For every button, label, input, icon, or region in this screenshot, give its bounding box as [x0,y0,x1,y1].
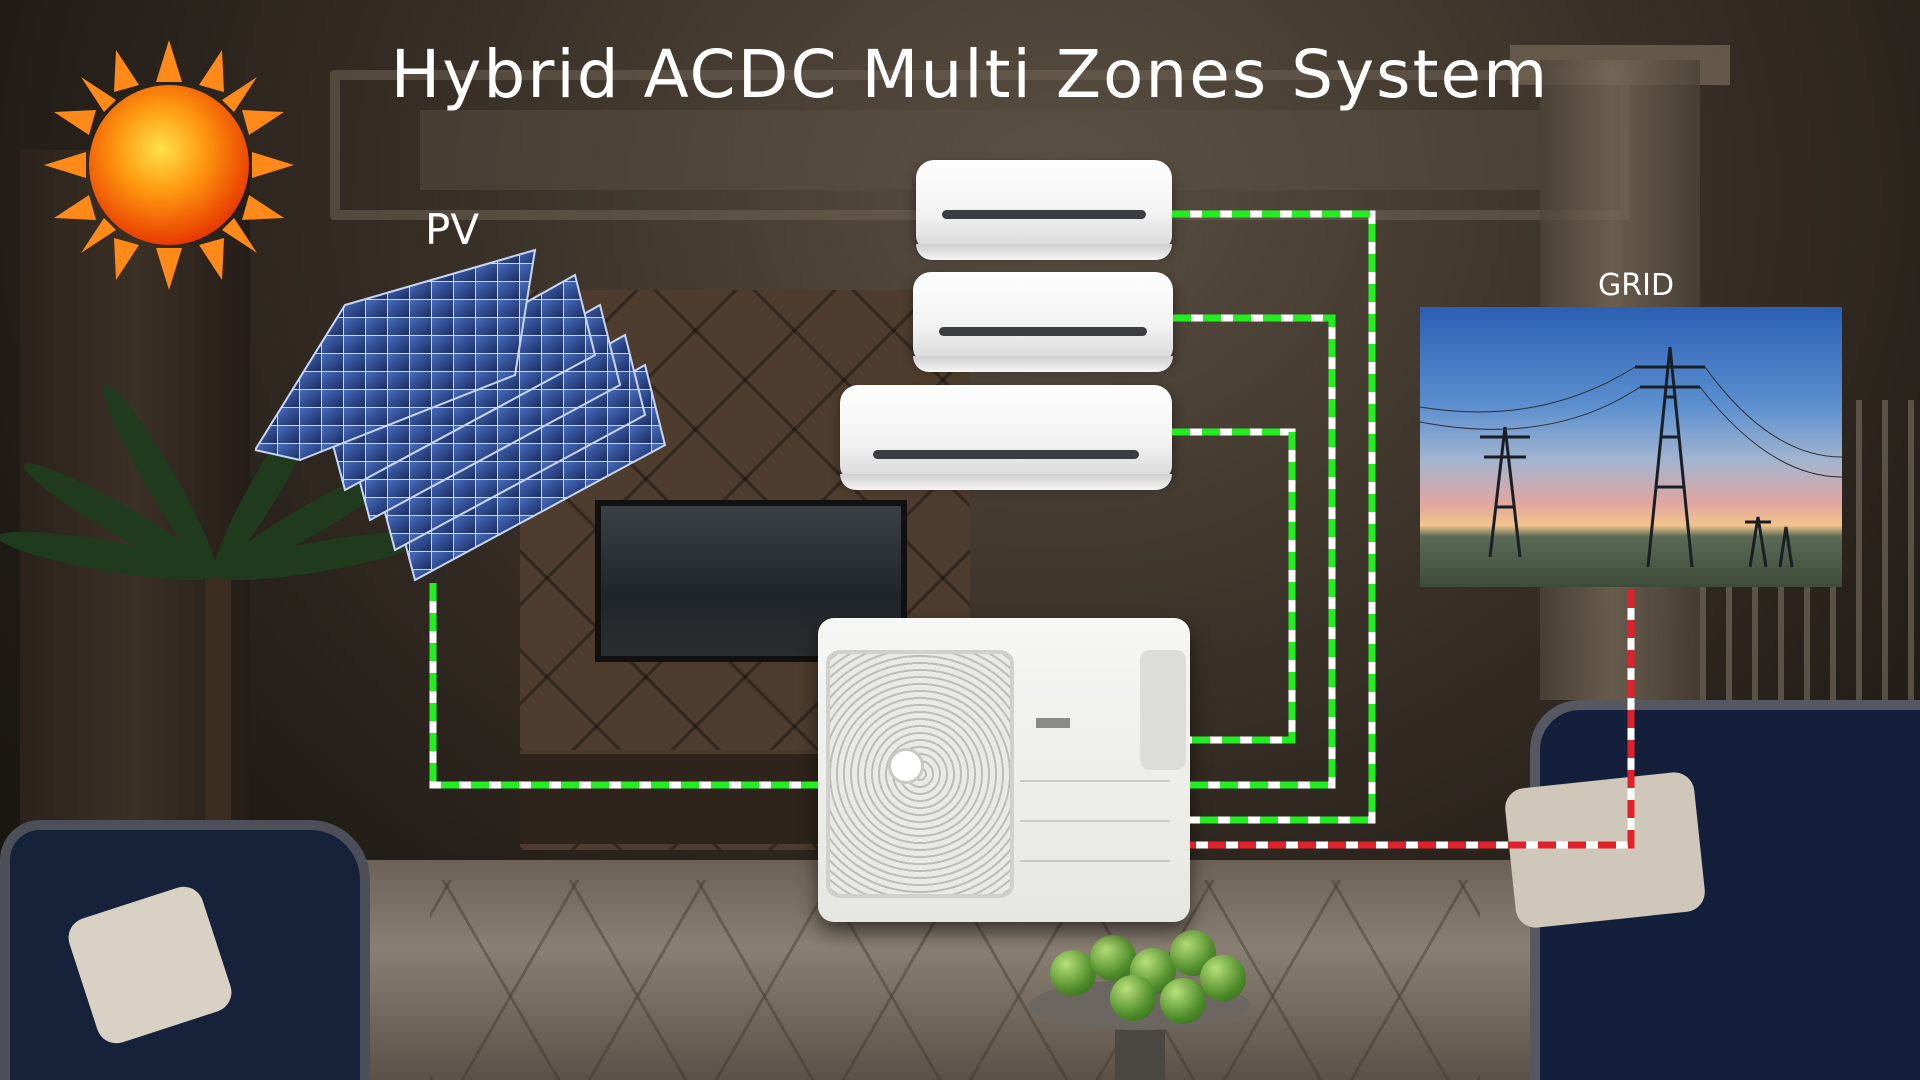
panel-seam [1020,780,1170,782]
panel-seam [1020,860,1170,862]
indoor-unit-lip [840,474,1172,490]
indoor-ac-unit-icon [916,160,1172,260]
indoor-ac-unit-icon [913,272,1173,372]
dc-wire-white-base [429,210,1635,849]
apple [1160,978,1206,1024]
solar-panel-icon [255,248,667,582]
panel-seam [1020,820,1170,822]
indoor-unit-3-line [1172,428,1296,744]
fan-hub [888,748,924,784]
apple [1090,935,1136,981]
apple [1110,975,1156,1021]
outdoor-unit-valve-cover [1140,650,1186,770]
apple [1050,950,1096,996]
indoor-unit-2-line [1173,314,1336,789]
television [595,500,907,662]
indoor-unit-vent [939,327,1147,336]
indoor-ac-unit-icon [840,385,1172,490]
power-grid-icon [1419,307,1843,587]
grid-to-outdoor-ac-line [1190,590,1635,849]
indoor-unit-lip [913,356,1173,372]
dc-wire-green-dash [429,210,1376,824]
indoor-unit-vent [873,450,1139,459]
apple [1200,955,1246,1001]
ac-wire-red-dash [1190,590,1635,849]
indoor-unit-lip [916,244,1172,260]
indoor-unit-vent [941,210,1147,219]
pv-to-outdoor-dc-line [429,583,818,789]
transmission-tower-icon [1419,346,1843,568]
grid-label: GRID [1598,268,1675,303]
pv-label: PV [425,205,480,254]
outdoor-unit-badge [1036,718,1070,728]
sun-icon [44,40,294,290]
diagram-title: Hybrid ACDC Multi Zones System [390,36,1550,113]
indoor-unit-1-line [1172,210,1376,824]
